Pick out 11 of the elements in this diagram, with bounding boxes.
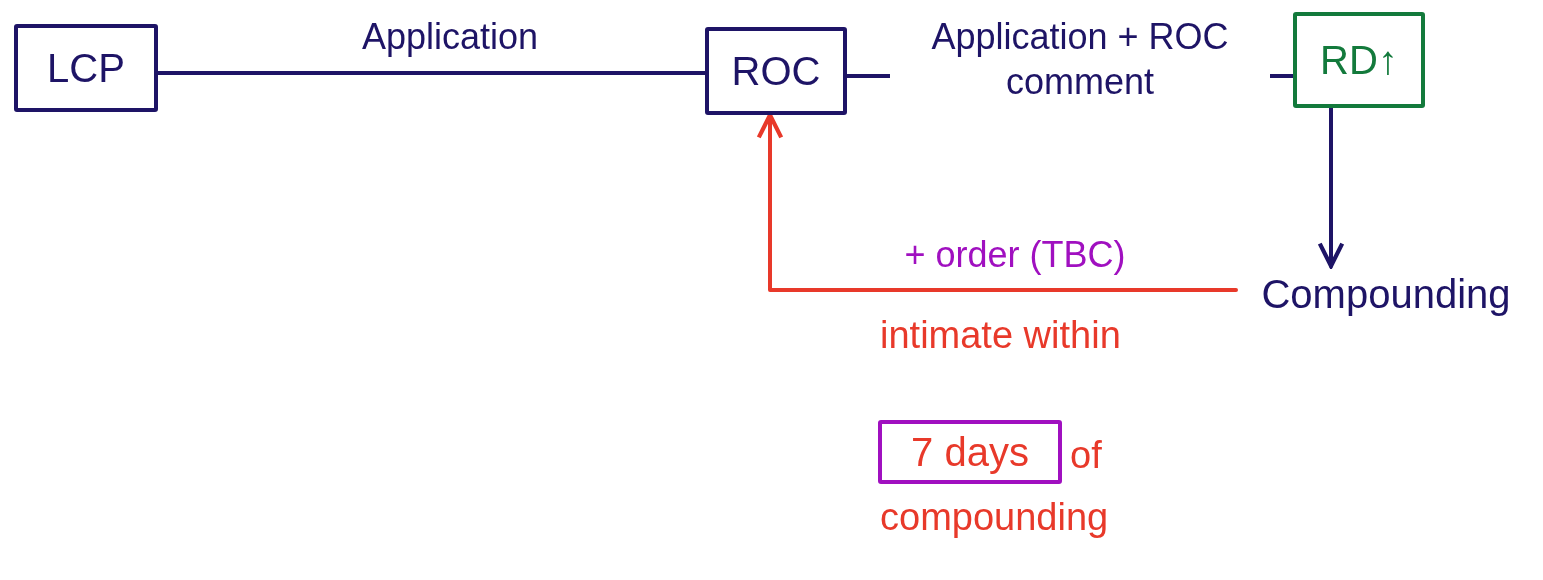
note-text: compounding [880, 495, 1110, 540]
process-box: LCP [14, 24, 158, 112]
process-box: RD↑ [1293, 12, 1425, 108]
connector-line [156, 71, 707, 75]
connector-line [756, 112, 1238, 292]
node-text: Compounding [1236, 266, 1536, 322]
note-text: of [1070, 433, 1103, 478]
note-text: intimate within [880, 313, 1122, 358]
process-box: ROC [705, 27, 847, 115]
highlight-box: 7 days [878, 420, 1062, 484]
connector-line [1317, 106, 1345, 269]
